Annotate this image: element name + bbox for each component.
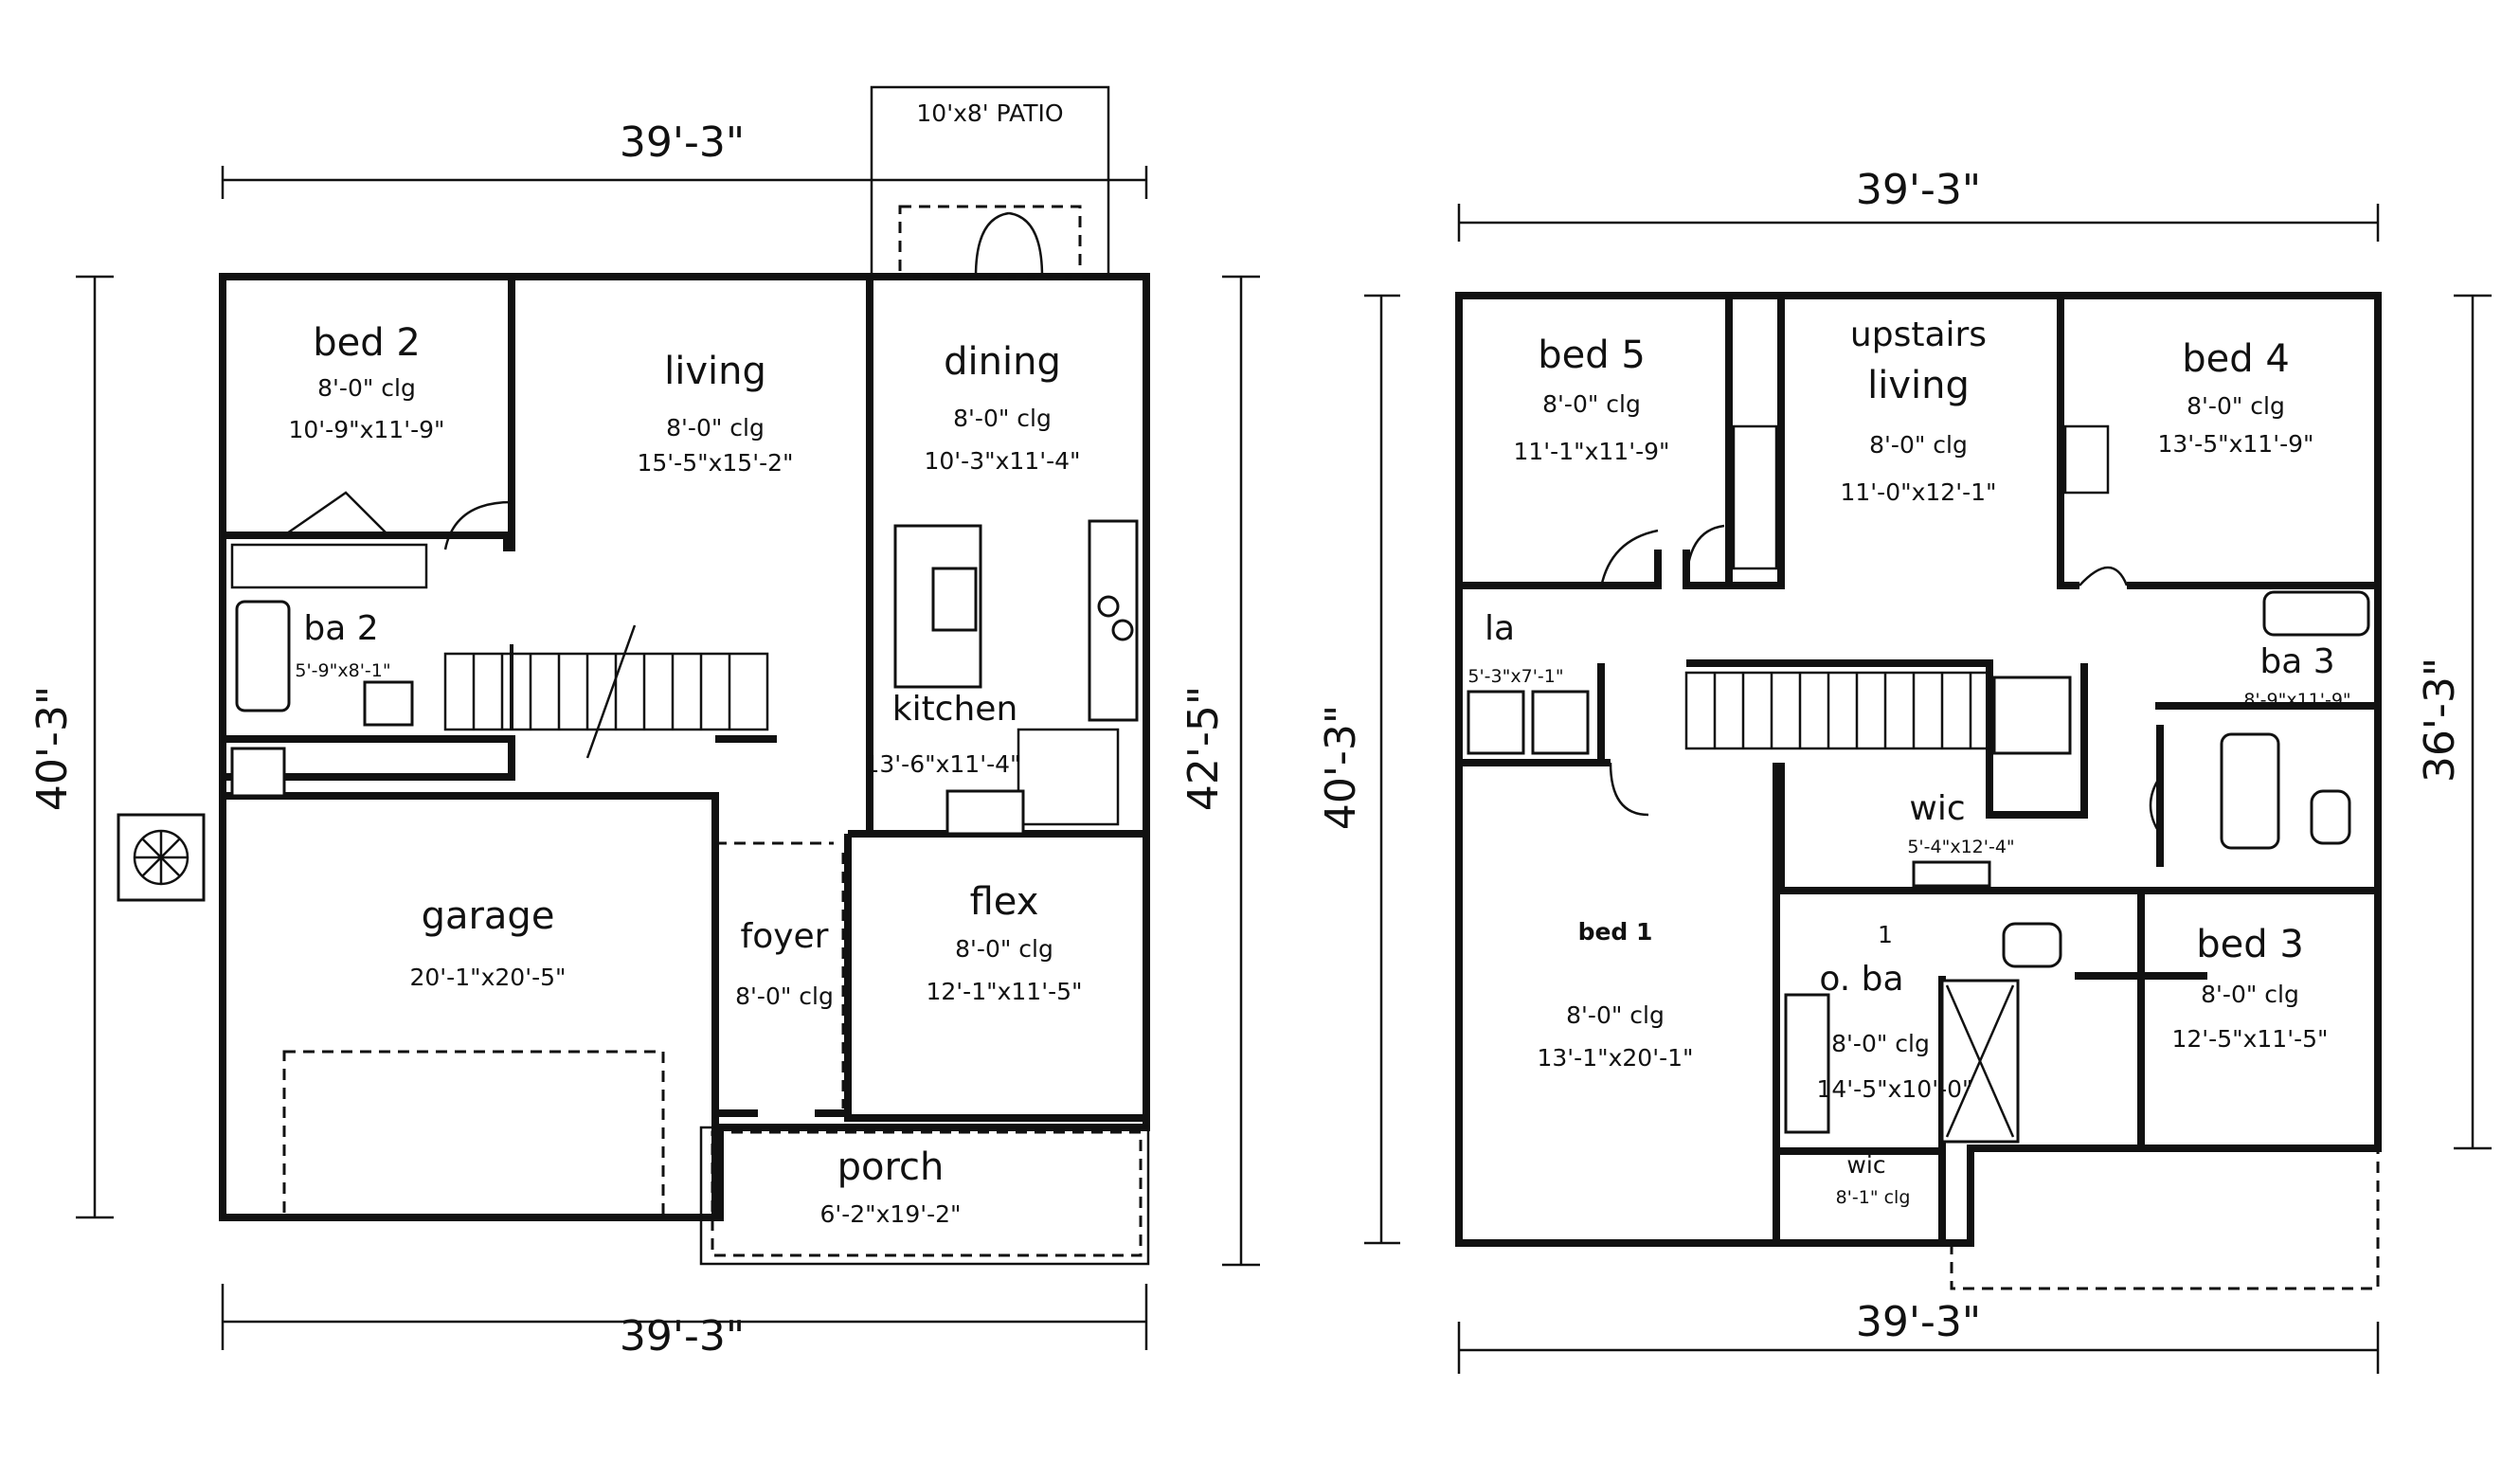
upstairs-living-size: 11'-0"x12'-1" bbox=[1840, 478, 1996, 506]
bed3-clg: 8'-0" clg bbox=[2201, 981, 2299, 1008]
porch-size: 6'-2"x19'-2" bbox=[819, 1200, 961, 1228]
bed3-size: 12'-5"x11'-5" bbox=[2171, 1025, 2328, 1053]
upstairs-living-name-2: living bbox=[1867, 364, 1970, 407]
bed4-clg: 8'-0" clg bbox=[2187, 392, 2285, 420]
bed1-clg: 8'-0" clg bbox=[1566, 1001, 1665, 1029]
upstairs-living-clg: 8'-0" clg bbox=[1869, 431, 1968, 459]
wic-main-name: wic bbox=[1909, 789, 1965, 828]
ff-right-depth: 42'-5" bbox=[1179, 686, 1228, 811]
bed4-size: 13'-5"x11'-9" bbox=[2157, 430, 2313, 458]
foyer-name: foyer bbox=[741, 917, 829, 956]
bed2-size: 10'-9"x11'-9" bbox=[288, 416, 444, 443]
sf-top-width: 39'-3" bbox=[1856, 166, 1981, 214]
garage-name: garage bbox=[422, 894, 555, 938]
la-name: la bbox=[1485, 609, 1515, 648]
sf-bottom-width: 39'-3" bbox=[1856, 1298, 1981, 1346]
ff-top-width: 39'-3" bbox=[620, 118, 745, 167]
ff-bottom-width: 39'-3" bbox=[620, 1312, 745, 1361]
dining-name: dining bbox=[944, 340, 1061, 384]
ba3-size: 8'-9"x11'-9" bbox=[2243, 690, 2350, 711]
wic-main-size: 5'-4"x12'-4" bbox=[1907, 837, 2014, 857]
living-name: living bbox=[664, 350, 766, 393]
ba2-name: ba 2 bbox=[303, 609, 378, 648]
ba3-name: ba 3 bbox=[2259, 642, 2334, 681]
sf-left-depth: 40'-3" bbox=[1317, 705, 1365, 830]
ac-unit-icon bbox=[117, 813, 206, 902]
bed4-name: bed 4 bbox=[2182, 337, 2290, 381]
dining-clg: 8'-0" clg bbox=[953, 405, 1052, 432]
obath-name-2: o. ba bbox=[1819, 960, 1903, 999]
sf-right-depth: 36'-3" bbox=[2416, 658, 2464, 783]
wic-small-clg: 8'-1" clg bbox=[1836, 1187, 1911, 1208]
upstairs-living-name-1: upstairs bbox=[1850, 315, 1987, 354]
obath-clg: 8'-0" clg bbox=[1831, 1030, 1930, 1057]
kitchen-size: 13'-6"x11'-4" bbox=[864, 750, 1020, 778]
second-floor-plan: 39'-3" 39'-3" 40'-3" 36'-3" bed 5 8'-0" … bbox=[1317, 166, 2492, 1374]
bed2-clg: 8'-0" clg bbox=[317, 374, 416, 402]
dining-size: 10'-3"x11'-4" bbox=[924, 447, 1080, 475]
flex-clg: 8'-0" clg bbox=[955, 935, 1053, 963]
patio-label: 10'x8' PATIO bbox=[916, 99, 1063, 127]
first-floor-plan: 39'-3" 39'-3" 40'-3" 42'-5" 10'x8' PATIO… bbox=[28, 85, 1260, 1361]
bed2-name: bed 2 bbox=[313, 321, 421, 365]
obath-name-1: 1 bbox=[1878, 921, 1893, 948]
obath-size: 14'-5"x10'-0" bbox=[1816, 1075, 1972, 1103]
bed1-name: bed 1 bbox=[1578, 918, 1653, 946]
bed5-size: 11'-1"x11'-9" bbox=[1513, 438, 1669, 465]
porch-name: porch bbox=[837, 1145, 945, 1189]
bed5-name: bed 5 bbox=[1538, 333, 1646, 377]
kitchen-name: kitchen bbox=[892, 690, 1018, 729]
flex-size: 12'-1"x11'-5" bbox=[926, 978, 1082, 1005]
living-size: 15'-5"x15'-2" bbox=[637, 449, 793, 477]
living-clg: 8'-0" clg bbox=[666, 414, 765, 442]
bed5-clg: 8'-0" clg bbox=[1542, 390, 1641, 418]
bed3-name: bed 3 bbox=[2196, 923, 2304, 966]
foyer-clg: 8'-0" clg bbox=[735, 982, 834, 1010]
ff-left-depth: 40'-3" bbox=[28, 686, 77, 811]
ba2-size: 5'-9"x8'-1" bbox=[295, 660, 390, 681]
second-floor-stairs bbox=[1684, 671, 1991, 750]
bed1-size: 13'-1"x20'-1" bbox=[1537, 1044, 1693, 1072]
first-floor-stairs bbox=[443, 624, 769, 759]
la-size: 5'-3"x7'-1" bbox=[1467, 666, 1563, 687]
garage-size: 20'-1"x20'-5" bbox=[409, 964, 566, 991]
flex-name: flex bbox=[970, 880, 1039, 924]
wic-small-name: wic bbox=[1846, 1151, 1885, 1179]
